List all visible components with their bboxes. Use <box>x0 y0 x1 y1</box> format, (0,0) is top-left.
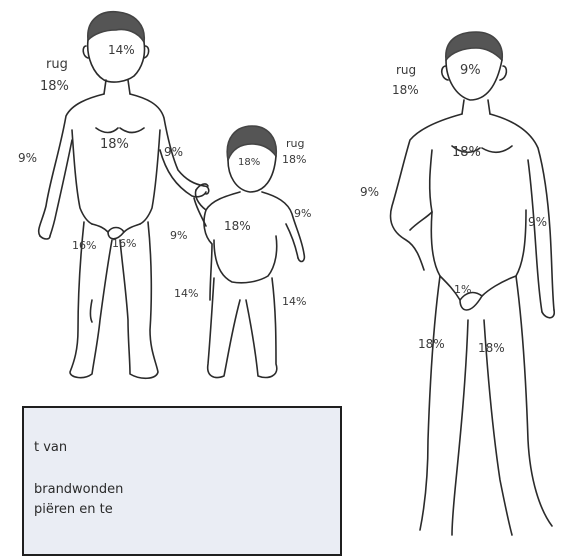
adult-right-torso-label: 18% <box>452 146 481 159</box>
child-arm-left-label: 9% <box>170 230 187 241</box>
burn-percentage-diagram: 14% rug 18% 18% 9% 9% 16% 16% 18% rug 18… <box>0 0 572 539</box>
adult-right-groin-label: 1% <box>454 284 471 295</box>
child-leg-left-label: 14% <box>174 288 198 299</box>
adult-right-head-label: 9% <box>460 64 481 77</box>
adult-right-back-label: rug <box>396 64 416 76</box>
adult-right-arm-right-label: 9% <box>528 216 547 228</box>
adult-left-head-label: 14% <box>108 44 135 56</box>
adult-left-arm-left-label: 9% <box>18 152 37 164</box>
adult-right-arm-left-label: 9% <box>360 186 379 198</box>
child-back-label: rug <box>286 138 304 149</box>
info-box-line-2: brandwonden <box>34 482 123 497</box>
adult-right-leg-left-label: 18% <box>418 338 445 350</box>
adult-left-back-label: rug <box>46 58 68 71</box>
child-arm-right-label: 9% <box>294 208 311 219</box>
child-back-value: 18% <box>282 154 306 165</box>
adult-right-back-value: 18% <box>392 84 419 96</box>
child-leg-right-label: 14% <box>282 296 306 307</box>
info-box: t van brandwonden piëren en te <box>22 406 342 556</box>
adult-right-leg-right-label: 18% <box>478 342 505 354</box>
adult-left-back-value: 18% <box>40 80 69 93</box>
adult-left-leg-right-label: 16% <box>112 238 136 249</box>
child-head-label: 18% <box>238 158 260 168</box>
info-box-line-3: piëren en te <box>34 502 113 517</box>
info-box-line-1: t van <box>34 440 67 455</box>
adult-left-arm-right-label: 9% <box>164 146 183 158</box>
adult-left-leg-left-label: 16% <box>72 240 96 251</box>
adult-right-figure <box>391 32 555 535</box>
adult-left-torso-label: 18% <box>100 138 129 151</box>
child-torso-label: 18% <box>224 220 251 232</box>
